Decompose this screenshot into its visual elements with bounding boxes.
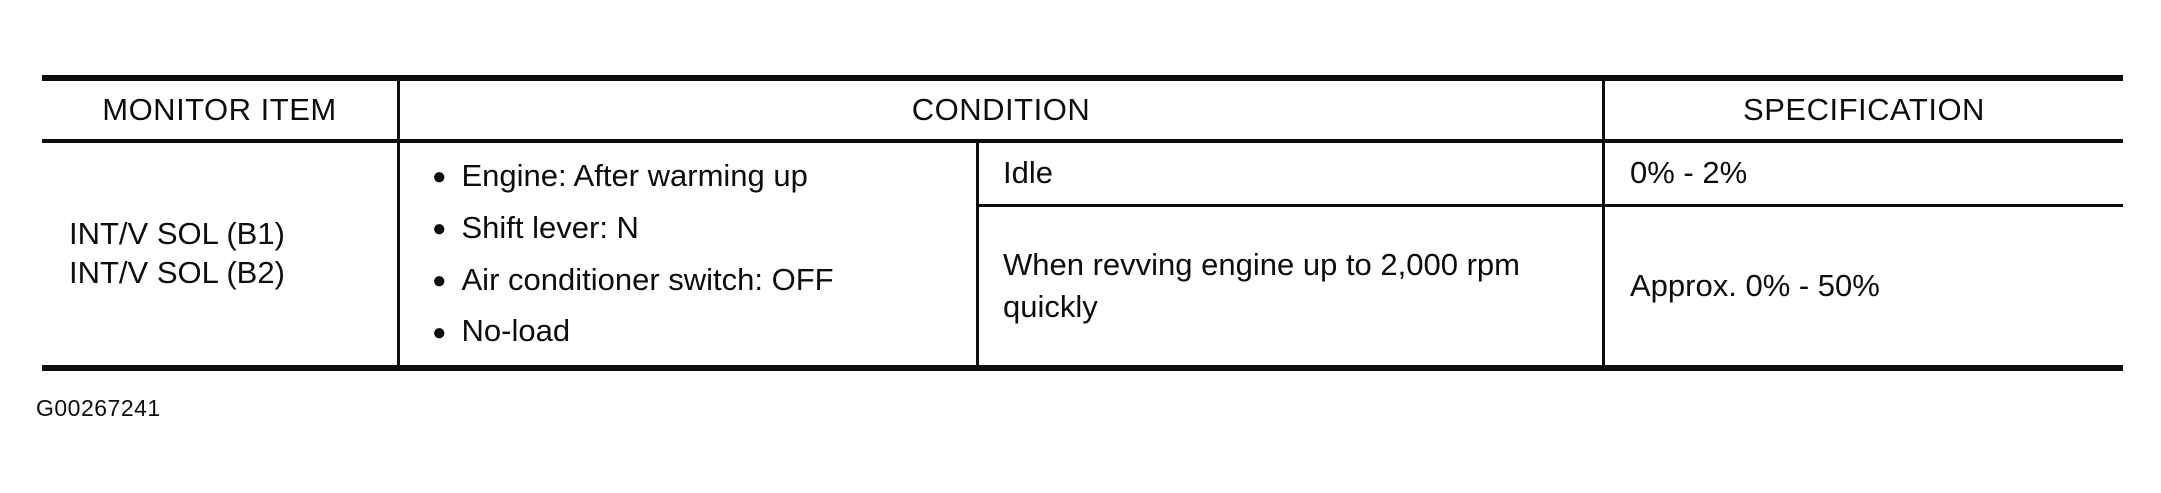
header-condition: CONDITION xyxy=(400,81,1605,143)
monitor-spec-table: MONITOR ITEM CONDITION SPECIFICATION INT… xyxy=(42,75,2123,371)
monitor-item-line-2: INT/V SOL (B2) xyxy=(69,255,285,290)
header-condition-label: CONDITION xyxy=(911,91,1091,127)
bullet-icon: ● xyxy=(432,215,447,243)
cell-condition-idle: Idle xyxy=(979,143,1605,207)
figure-id: G00267241 xyxy=(36,395,161,421)
specification-idle-value: 0% - 2% xyxy=(1630,155,1748,191)
bullet-icon: ● xyxy=(432,318,447,346)
condition-item-shift-lever: ● Shift lever: N xyxy=(432,209,966,248)
cell-conditions: ● Engine: After warming up ● Shift lever… xyxy=(400,143,979,365)
header-specification: SPECIFICATION xyxy=(1605,81,2123,143)
cell-specification-revving: Approx. 0% - 50% xyxy=(1605,207,2123,365)
condition-item-air-conditioner-label: Air conditioner switch: OFF xyxy=(461,261,834,297)
cell-specification-idle: 0% - 2% xyxy=(1605,143,2123,207)
bullet-icon: ● xyxy=(432,266,447,294)
header-monitor-item: MONITOR ITEM xyxy=(42,81,400,143)
condition-item-engine: ● Engine: After warming up xyxy=(432,157,966,196)
condition-item-no-load-label: No-load xyxy=(461,313,571,349)
cell-monitor-item: INT/V SOL (B1) INT/V SOL (B2) xyxy=(42,143,400,365)
cell-condition-revving: When revving engine up to 2,000 rpm quic… xyxy=(979,207,1605,365)
bullet-icon: ● xyxy=(432,163,447,191)
condition-idle-label: Idle xyxy=(1003,155,1053,191)
condition-item-no-load: ● No-load xyxy=(432,312,966,351)
condition-revving-label: When revving engine up to 2,000 rpm quic… xyxy=(1003,247,1520,324)
monitor-item-value: INT/V SOL (B1) INT/V SOL (B2) xyxy=(69,215,285,293)
condition-item-engine-label: Engine: After warming up xyxy=(461,158,808,193)
header-monitor-item-label: MONITOR ITEM xyxy=(102,91,337,127)
monitor-item-line-1: INT/V SOL (B1) xyxy=(69,216,285,252)
condition-item-air-conditioner: ● Air conditioner switch: OFF xyxy=(432,261,966,300)
condition-item-shift-lever-label: Shift lever: N xyxy=(461,209,639,245)
header-specification-label: SPECIFICATION xyxy=(1743,91,1985,127)
specification-revving-value: Approx. 0% - 50% xyxy=(1630,267,1880,303)
